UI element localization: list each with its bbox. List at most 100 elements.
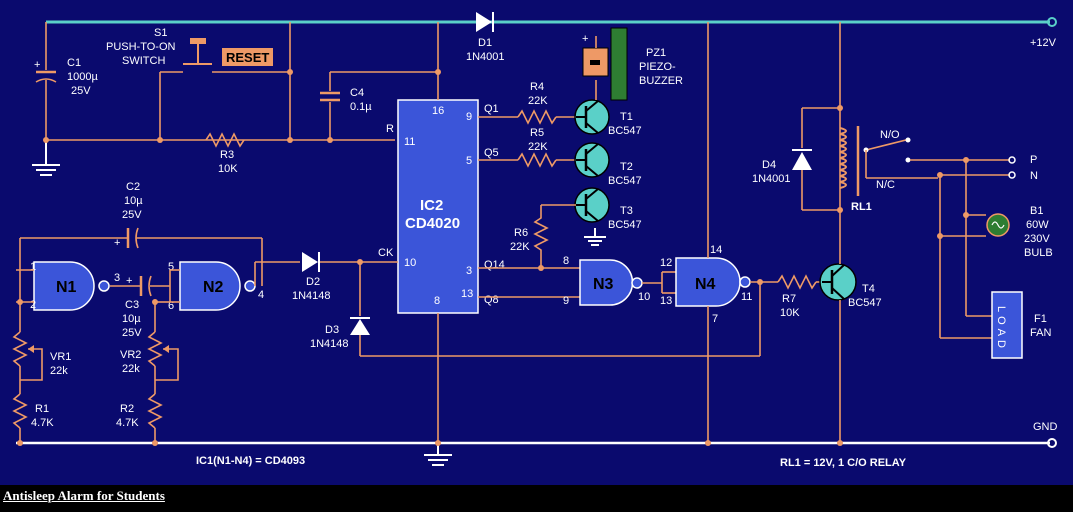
t3-value: BC547 <box>608 219 642 231</box>
r6-ref: R6 <box>514 227 528 239</box>
vr2-value: 22k <box>122 363 140 375</box>
r6-value: 22K <box>510 241 530 253</box>
svg-text:+: + <box>126 275 132 287</box>
n4-pin12: 12 <box>660 257 672 269</box>
resistor-r6 <box>533 205 549 268</box>
n1-pin1: 1 <box>30 261 36 273</box>
ic2-pin8: 8 <box>434 295 440 307</box>
r5-value: 22K <box>528 141 548 153</box>
vcc-label: +12V <box>1030 37 1057 49</box>
resistor-r5 <box>517 152 557 168</box>
n4-pin14: 14 <box>710 244 722 256</box>
transistor-t4 <box>819 263 857 301</box>
n4-label: N4 <box>695 276 716 293</box>
d4-value: 1N4001 <box>752 173 791 185</box>
r5-ref: R5 <box>530 127 544 139</box>
svg-text:+: + <box>114 237 120 249</box>
ic1-note: IC1(N1-N4) = CD4093 <box>196 455 305 467</box>
n1-pin2: 2 <box>30 299 36 311</box>
s1-type-2: SWITCH <box>122 55 165 67</box>
relay-contacts <box>863 137 911 178</box>
d4-ref: D4 <box>762 159 776 171</box>
ic2-value: CD4020 <box>405 215 460 232</box>
capacitor-c4 <box>320 71 438 140</box>
gnd-terminal <box>1047 438 1057 448</box>
resistor-r1 <box>12 393 28 429</box>
n3-label: N3 <box>593 276 614 293</box>
d3-value: 1N4148 <box>310 338 349 350</box>
potentiometer-vr1 <box>12 331 28 367</box>
c3-rating: 25V <box>122 327 142 339</box>
ground-symbol-t3 <box>584 228 606 246</box>
ic2-pin5: 5 <box>466 155 472 167</box>
r4-ref: R4 <box>530 81 544 93</box>
n4-pin11: 11 <box>741 291 752 303</box>
r2-value: 4.7K <box>116 417 139 429</box>
n3-pin8: 8 <box>563 255 569 267</box>
d1-ref: D1 <box>478 37 492 49</box>
ic2-pin10: 10 <box>404 257 416 269</box>
resistor-r4 <box>517 109 557 125</box>
r3-value: 10K <box>218 163 238 175</box>
t3-ref: T3 <box>620 205 633 217</box>
transistor-t3 <box>574 187 610 223</box>
r2-ref: R2 <box>120 403 134 415</box>
circuit-schematic: +12V GND + C1 1000µ 25V R3 10K <box>0 0 1073 485</box>
nand-gate-n1 <box>33 261 95 311</box>
ic2-ref: IC2 <box>420 197 443 214</box>
svg-text:+: + <box>582 33 588 45</box>
transistor-t2 <box>574 142 610 178</box>
r4-value: 22K <box>528 95 548 107</box>
f1-ref: F1 <box>1034 313 1047 325</box>
resistor-r2 <box>147 393 163 429</box>
ic2-q14-label: Q14 <box>484 259 505 271</box>
pz1-type-2: BUZZER <box>639 75 683 87</box>
reset-button-label: RESET <box>226 50 269 65</box>
ic2-r-label: R <box>386 123 394 135</box>
r7-ref: R7 <box>782 293 796 305</box>
c1-rating: 25V <box>71 85 91 97</box>
n2-pin5: 5 <box>168 261 174 273</box>
rl1-nc-label: N/C <box>876 179 895 191</box>
resistor-r7 <box>777 274 817 290</box>
f1-value: FAN <box>1030 327 1051 339</box>
n2-label: N2 <box>203 279 224 296</box>
ic2-pin9: 9 <box>466 111 472 123</box>
reset-button-box <box>222 48 273 66</box>
n4-pin13: 13 <box>660 295 672 307</box>
schematic-background <box>0 0 1073 485</box>
relay-coil-rl1 <box>839 126 860 196</box>
c1-value: 1000µ <box>67 71 98 83</box>
n4-pin7: 7 <box>712 313 718 325</box>
c1-ref: C1 <box>67 57 81 69</box>
n2-pin6: 6 <box>168 300 174 312</box>
n2-pin4: 4 <box>258 289 264 301</box>
t2-ref: T2 <box>620 161 633 173</box>
vr1-value: 22k <box>50 365 68 377</box>
diode-d2 <box>302 252 320 272</box>
piezo-buzzer-pz1: + <box>582 27 628 101</box>
ic2-pin13: 13 <box>461 288 473 300</box>
t4-ref: T4 <box>862 283 875 295</box>
fan-load-f1 <box>991 291 1023 359</box>
ground-symbol-left <box>32 140 60 176</box>
pz1-ref: PZ1 <box>646 47 666 59</box>
d2-ref: D2 <box>306 276 320 288</box>
bulb-b1 <box>986 213 1010 237</box>
c2-ref: C2 <box>126 181 140 193</box>
ic2-chip <box>397 99 479 314</box>
capacitor-c1: + <box>34 22 57 140</box>
r3-ref: R3 <box>220 149 234 161</box>
rl1-no-label: N/O <box>880 129 900 141</box>
vr1-ref: VR1 <box>50 351 71 363</box>
gnd-label: GND <box>1033 421 1058 433</box>
c4-value: 0.1µ <box>350 101 372 113</box>
n3-pin9: 9 <box>563 295 569 307</box>
c3-ref: C3 <box>125 299 139 311</box>
s1-type: PUSH-TO-ON <box>106 41 176 53</box>
svg-text:+: + <box>34 59 40 71</box>
ic2-pin16: 16 <box>432 105 444 117</box>
s1-ref: S1 <box>154 27 167 39</box>
t4-value: BC547 <box>848 297 882 309</box>
potentiometer-vr2 <box>147 331 163 367</box>
